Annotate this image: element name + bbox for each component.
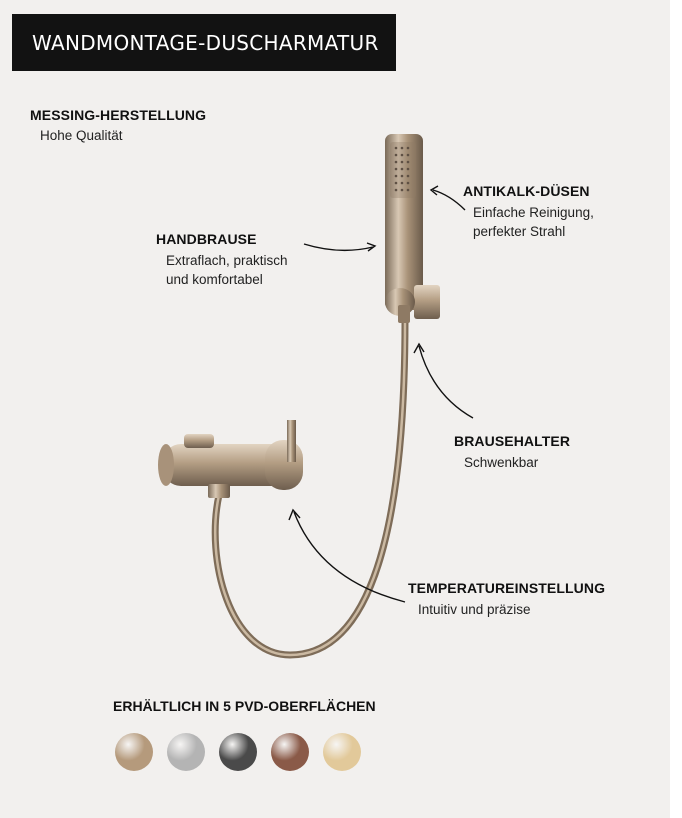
finish-swatch[interactable] (323, 733, 361, 771)
hand-shower (385, 134, 423, 310)
finish-swatch[interactable] (115, 733, 153, 771)
feature-brausehalter-desc: Schwenkbar (464, 455, 539, 470)
feature-handbrause-desc-line2: und komfortabel (166, 272, 263, 287)
feature-temperatur-desc: Intuitiv und präzise (418, 602, 531, 617)
mixer-lever (287, 420, 296, 462)
arrow-handbrause (303, 243, 374, 252)
title-banner: WANDMONTAGE-DUSCHARMATUR (12, 14, 396, 71)
feature-brausehalter-heading: BRAUSEHALTER (454, 433, 571, 449)
feature-antikalk-desc-line1: Einfache Reinigung, (473, 205, 594, 220)
feature-handbrause-desc-line1: Extraflach, praktisch (166, 253, 288, 268)
feature-antikalk: ANTIKALK-DÜSEN Einfache Reinigung, perfe… (463, 183, 594, 241)
arrow-brausehalter (418, 345, 474, 419)
arrow-antikalk (432, 189, 466, 211)
feature-messing-heading: MESSING-HERSTELLUNG (30, 107, 207, 123)
feature-antikalk-desc-line2: perfekter Strahl (473, 224, 566, 239)
feature-temperatur-heading: TEMPERATUREINSTELLUNG (408, 580, 606, 596)
feature-temperatur: TEMPERATUREINSTELLUNG Intuitiv und präzi… (408, 580, 605, 619)
arrowhead-handbrause (366, 242, 377, 252)
shower-holder (385, 285, 440, 323)
feature-messing: MESSING-HERSTELLUNG Hohe Qualität (30, 107, 206, 145)
annotation-arrows (288, 185, 474, 603)
feature-brausehalter: BRAUSEHALTER Schwenkbar (454, 433, 570, 472)
finish-swatches (115, 733, 361, 771)
feature-handbrause: HANDBRAUSE Extraflach, praktisch und kom… (156, 231, 288, 289)
anti-lime-nozzles (394, 146, 410, 192)
arrowhead-brausehalter (413, 342, 425, 354)
finish-swatch[interactable] (219, 733, 257, 771)
finish-swatch[interactable] (271, 733, 309, 771)
shower-hose (211, 319, 409, 659)
feature-messing-desc: Hohe Qualität (40, 128, 123, 143)
feature-handbrause-heading: HANDBRAUSE (156, 231, 257, 247)
arrowhead-antikalk (429, 185, 439, 196)
finishes-heading: ERHÄLTLICH IN 5 PVD-OBERFLÄCHEN (113, 698, 376, 714)
arrowhead-temperatur (288, 508, 301, 521)
finish-swatch[interactable] (167, 733, 205, 771)
shower-hose-highlight (213, 319, 407, 657)
mixer-body (158, 420, 303, 498)
page-title: WANDMONTAGE-DUSCHARMATUR (32, 30, 379, 55)
feature-antikalk-heading: ANTIKALK-DÜSEN (463, 183, 590, 199)
arrow-temperatur (293, 511, 406, 603)
